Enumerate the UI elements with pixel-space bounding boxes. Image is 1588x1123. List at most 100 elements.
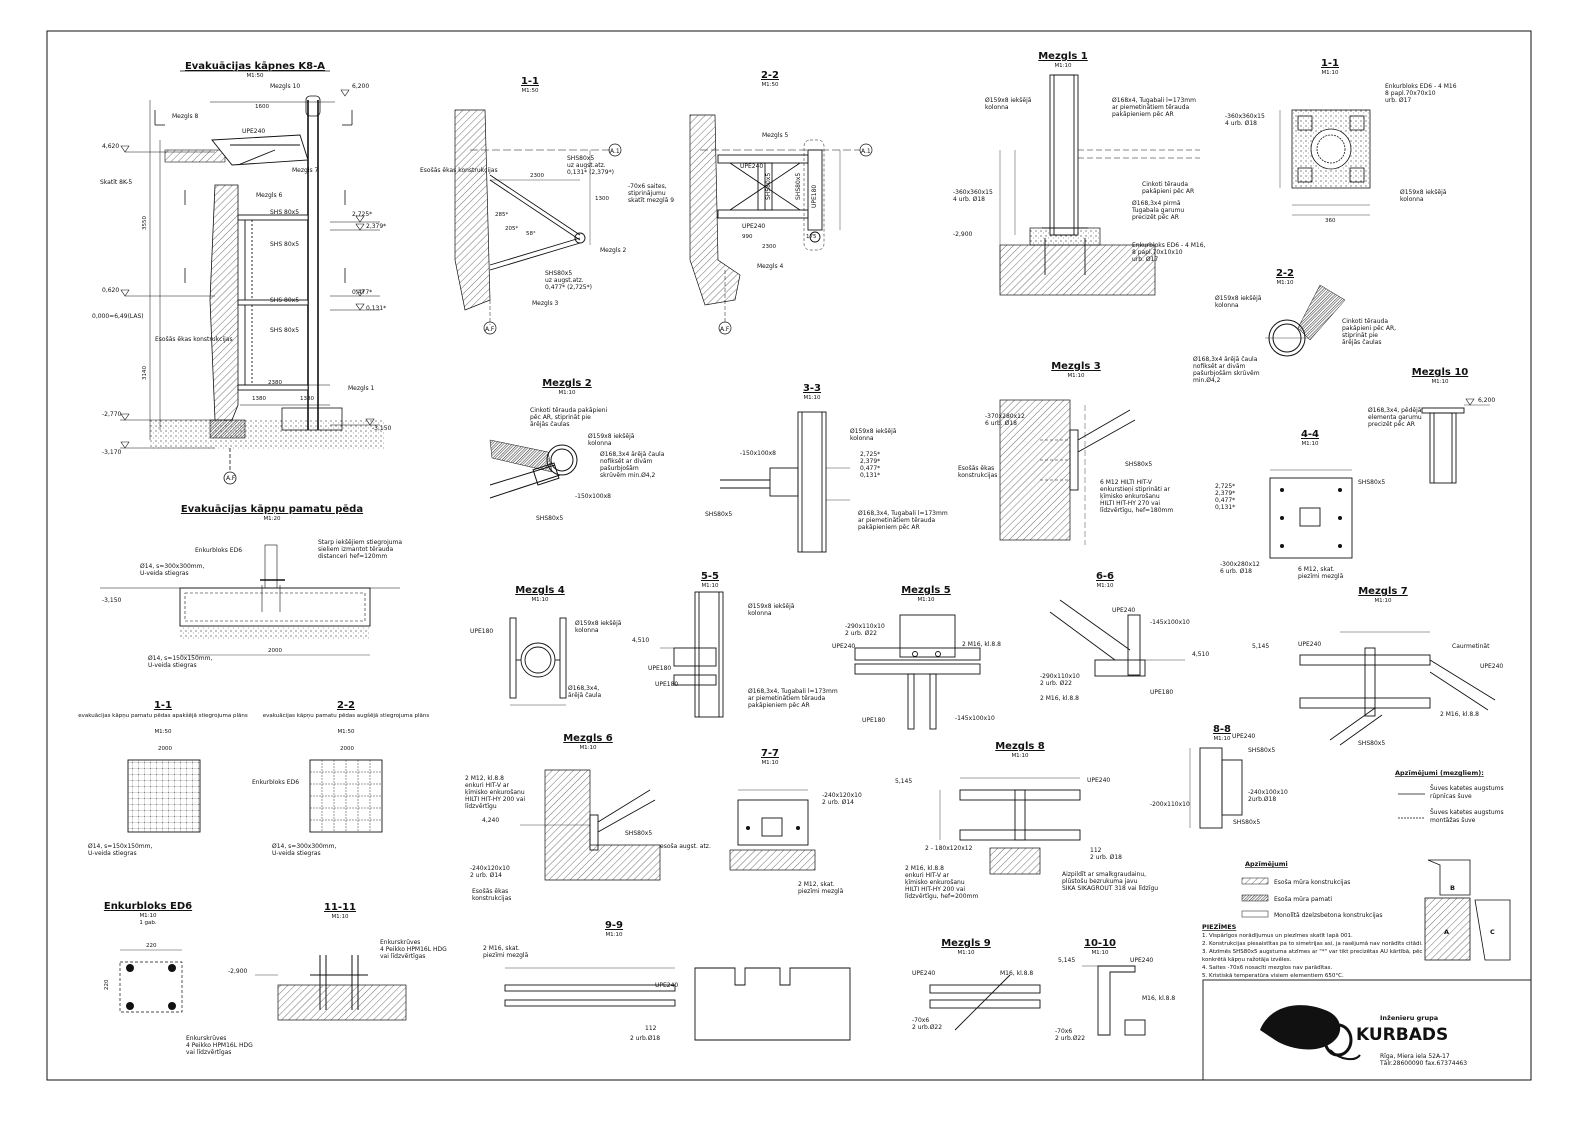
view-label: pašurbjošām	[600, 465, 639, 472]
view-label: 2 urb. Ø14	[822, 799, 854, 806]
view-label: U-veida stiegras	[272, 850, 321, 857]
key-label: B	[1450, 884, 1455, 892]
view-title: Mezgls 10	[1412, 367, 1469, 378]
key-label: A	[1444, 928, 1449, 936]
dim-label: 175	[806, 234, 817, 240]
dim-label: 1300	[595, 196, 609, 202]
existing-wall	[209, 184, 239, 421]
view-title: Enkurbloks ED6	[104, 901, 192, 912]
view-scale: M1:20	[263, 516, 281, 522]
view-label: pakāpieni pēc AR,	[1342, 325, 1396, 332]
view-scale: M1:50	[761, 82, 779, 88]
view-label: SHS80x5	[1233, 819, 1260, 826]
view-label: 112	[645, 1025, 657, 1032]
view-scale: M1:10	[1096, 583, 1114, 589]
axis-label: A.1	[610, 148, 620, 155]
view-label: Mezgls 1	[348, 385, 375, 392]
notes-title: PIEZĪMES	[1202, 922, 1237, 931]
view-mezgls-5: Mezgls 5 M1:10 -290x110x10 2 urb. Ø22 UP…	[832, 585, 1001, 730]
view-label: Ø159x8 iekšējā	[748, 603, 795, 610]
title-block: Inženieru grupa KURBADS Rīga, Miera iela…	[1202, 979, 1532, 1081]
view-label: uz augst.atz.	[545, 277, 584, 284]
view-label: urb. Ø17	[1385, 97, 1411, 104]
view-title: 2-2	[337, 700, 355, 711]
legend-item: Šuves katetes augstums	[1430, 809, 1504, 816]
view-title: Evakuācijas kāpņu pamatu pēda	[181, 504, 363, 515]
view-label: HILTI HIT-HY 270 vai	[1100, 500, 1160, 507]
view-label: -70x6	[912, 1017, 929, 1024]
axis-label: A.F	[226, 475, 236, 482]
dim-label: 2300	[762, 244, 776, 250]
view-label: pakāpieniem pēc AR	[748, 702, 810, 709]
view-title: 10-10	[1084, 938, 1116, 949]
view-scale: M1:10	[1091, 950, 1109, 956]
view-label: SHS80x5	[1125, 461, 1152, 468]
view-label: -290x110x10	[1040, 673, 1080, 680]
view-scale: M1:10	[917, 597, 935, 603]
view-label: -240x120x10	[822, 792, 862, 799]
weld-legend: Apzīmējumi (mezgliem): Šuves katetes aug…	[1395, 769, 1504, 824]
view-label: SHS80x5	[1358, 740, 1385, 747]
view-label: SHS80x5	[705, 511, 732, 518]
company-subtitle: Inženieru grupa	[1380, 1014, 1438, 1022]
view-title: Mezgls 8	[995, 741, 1045, 752]
view-label: SHS80x5	[795, 173, 802, 200]
level-label: 5,145	[1058, 957, 1075, 964]
view-label: SHS 80x5	[270, 241, 299, 248]
view-label: Starp iekšējiem stiegrojuma	[318, 539, 402, 546]
view-mezgls-3: Mezgls 3 M1:10 -370x280x12 6 urb. Ø18 SH…	[958, 361, 1173, 545]
view-label: ar piemetinātiem tērauda	[858, 517, 936, 524]
view-label: SHS 80x5	[270, 327, 299, 334]
view-label: kolonna	[1215, 302, 1239, 309]
view-label: Mezgls 3	[532, 300, 559, 307]
view-label: M16, kl.8.8	[1000, 970, 1033, 977]
dim-label: 990	[742, 234, 753, 240]
view-foundation-pad: Evakuācijas kāpņu pamatu pēda M1:20 Enku…	[100, 504, 402, 669]
level-label: 5,145	[1252, 643, 1269, 650]
view-mezgls-7: Mezgls 7 M1:10 5,145 UPE240 Caurmetināt …	[1252, 586, 1503, 747]
material-legend: Apzīmējumi Esoša mūra konstrukcijas Esoš…	[1241, 860, 1383, 919]
view-scale: M1:10	[1374, 598, 1392, 604]
view-label: HILTI HIT-HY 200 vai	[465, 796, 525, 803]
view-label: 2 M16, skat.	[483, 945, 520, 952]
view-mezgls-2: Mezgls 2 M1:10 Cinkoti tērauda pakāpieni…	[489, 378, 665, 522]
view-section-11-11: 11-11 M1:10 Enkurskrūves 4 Peikko HPM16L…	[228, 902, 447, 1021]
dim-label: 1380	[300, 396, 314, 402]
view-label: Ø168,3x4,	[568, 685, 599, 692]
view-label: U-veida stiegras	[148, 662, 197, 669]
view-label: Ø159x8 iekšējā	[1400, 189, 1447, 196]
view-scale: M1:10	[1321, 70, 1339, 76]
dim-label: 220	[104, 979, 110, 990]
view-label: vai līdzvērtīgas	[186, 1049, 231, 1056]
view-subtitle: evakuācijas kāpņu pamatu pēdas apakšējā …	[78, 712, 248, 719]
level-label: -3,150	[102, 597, 122, 604]
dim-label: 2000	[340, 746, 354, 752]
dim-label: 2300	[530, 173, 544, 179]
view-scale: M1:10	[1011, 753, 1029, 759]
level-label: -2,900	[953, 231, 973, 238]
view-label: UPE180	[1150, 689, 1173, 696]
dim-label: 285*	[495, 212, 508, 218]
view-label: līdzvērtīgu	[465, 803, 497, 810]
view-label: U-veida stiegras	[140, 570, 189, 577]
view-title: 9-9	[605, 920, 623, 931]
level-label: 5,145	[895, 778, 912, 785]
view-label: Mezgls 4	[757, 263, 784, 270]
view-label: Ø168,3x4, pēdējā	[1368, 407, 1422, 414]
view-label: 2 urb. Ø22	[1040, 680, 1072, 687]
view-label: Esošās ēkas	[472, 888, 508, 895]
view-label: precizēt pēc AR	[1132, 214, 1179, 221]
dim-label: 1600	[255, 104, 269, 110]
view-title: 2-2	[1276, 268, 1294, 279]
view-label: SHS 80x5	[270, 209, 299, 216]
view-title: 1-1	[154, 700, 172, 711]
view-title: 6-6	[1096, 571, 1114, 582]
view-label: -70x6	[1055, 1028, 1072, 1035]
view-label: 6 urb. Ø18	[985, 420, 1017, 427]
view-label: UPE180	[655, 681, 678, 688]
level-label: 4,620	[102, 143, 119, 150]
view-label: 6 M12, skat.	[1298, 566, 1335, 573]
view-label: kolonna	[575, 627, 599, 634]
level-label: 0,477*	[1215, 497, 1235, 504]
